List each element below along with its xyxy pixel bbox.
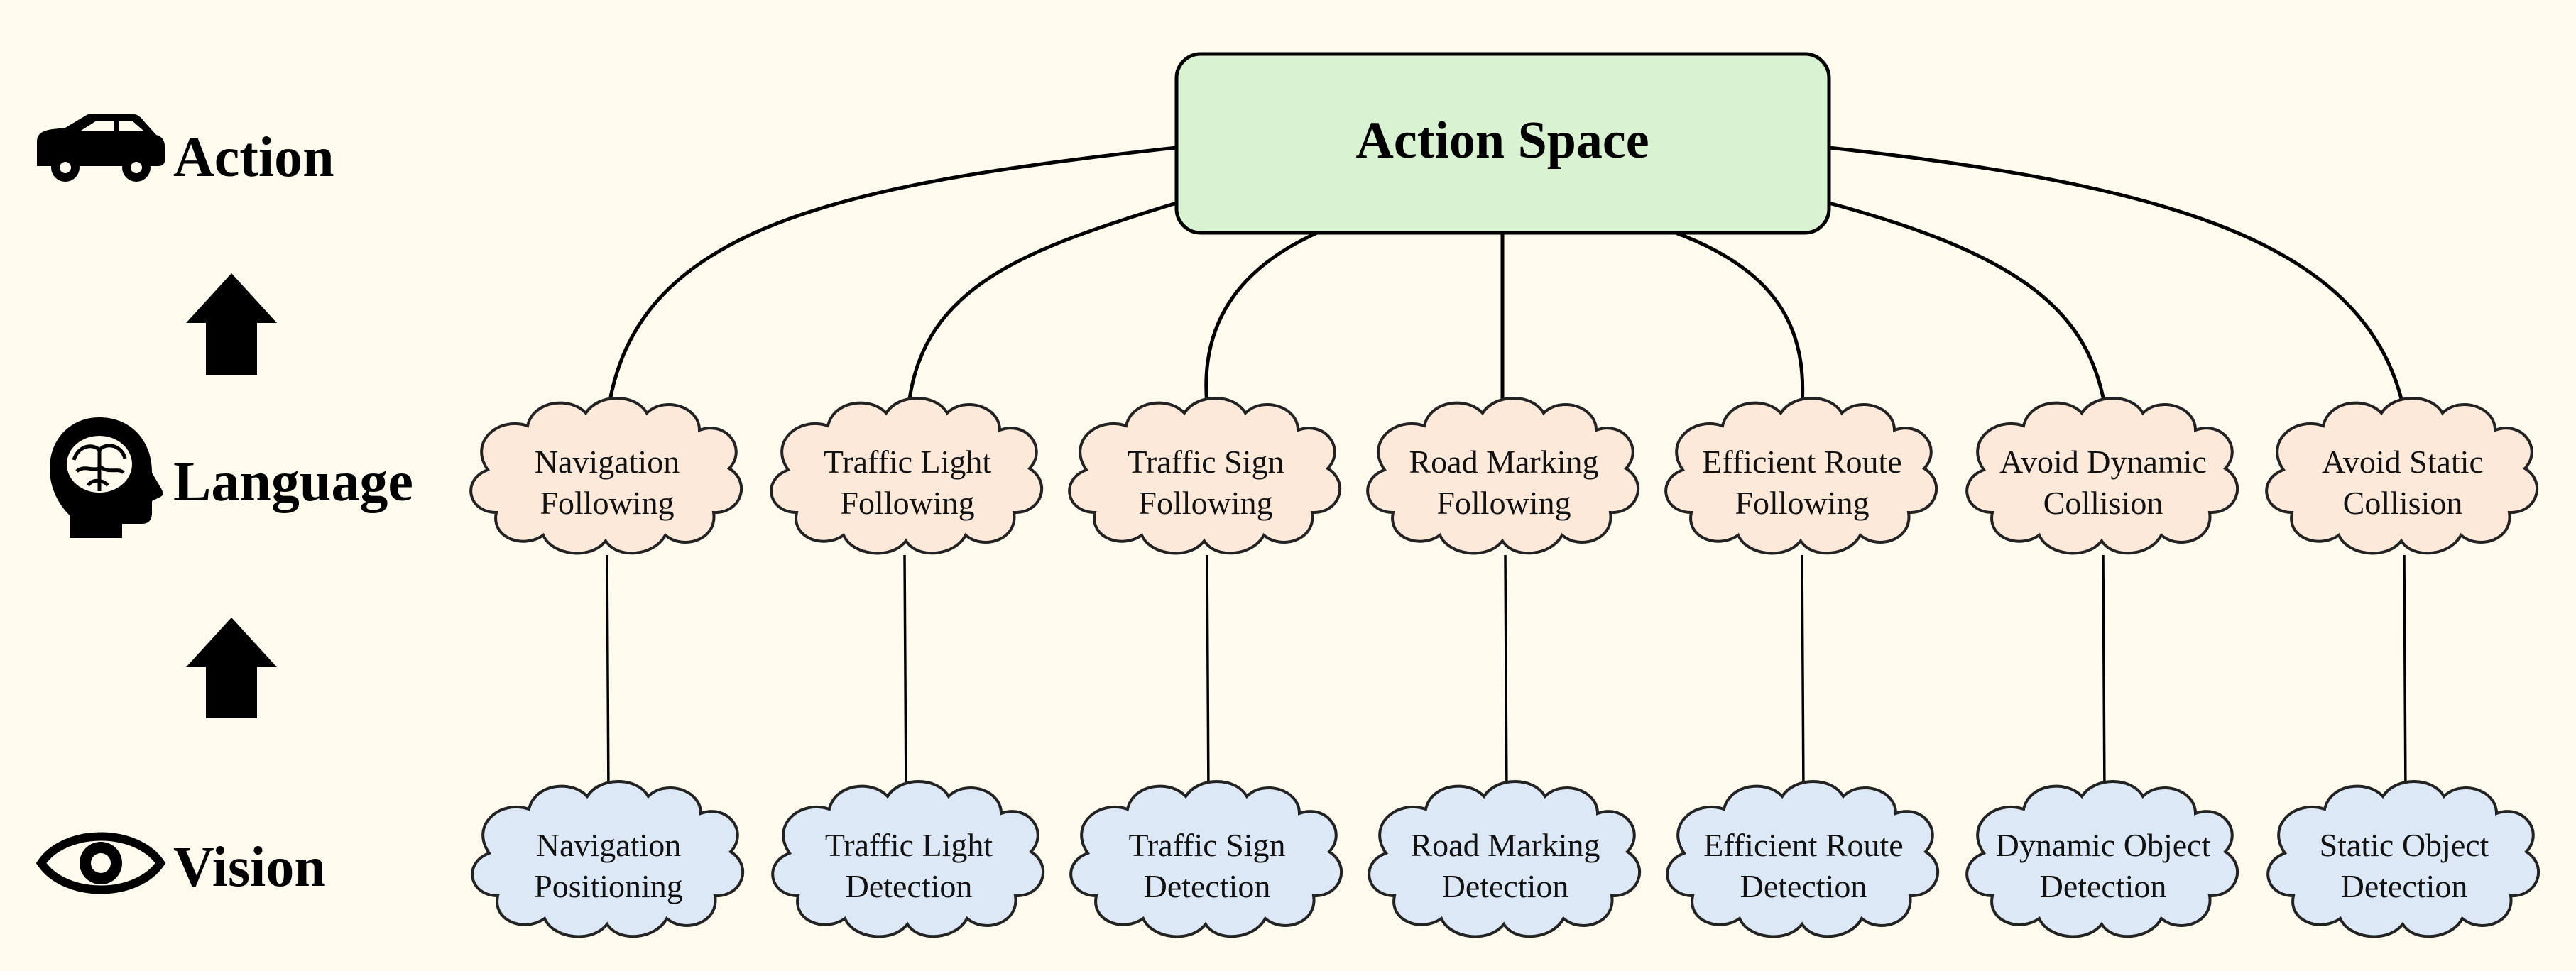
- layer-legend: Action Language Vision: [36, 114, 413, 899]
- language-node: Avoid Static Collision: [2265, 397, 2539, 555]
- node-line-1: Avoid Static: [2322, 444, 2484, 480]
- language-node: Road Marking Following: [1366, 397, 1640, 555]
- node-line-1: Efficient Route: [1702, 444, 1901, 480]
- node-line-2: Collision: [2043, 485, 2163, 521]
- car-icon: [37, 114, 165, 182]
- language-node: Navigation Following: [469, 397, 743, 555]
- node-line-2: Detection: [2341, 868, 2468, 904]
- action-connectors: [607, 146, 2405, 405]
- vision-node: Navigation Positioning: [471, 780, 745, 938]
- language-node: Avoid Dynamic Collision: [1965, 397, 2239, 555]
- node-line-2: Detection: [1144, 868, 1271, 904]
- arrow-up-icon: [186, 618, 277, 718]
- layer-label-vision: Vision: [173, 836, 326, 899]
- node-line-1: Road Marking: [1410, 827, 1600, 863]
- node-line-1: Navigation: [536, 827, 681, 863]
- vision-nodes: Navigation Positioning Traffic Light Det…: [471, 780, 2540, 938]
- node-line-1: Traffic Light: [825, 827, 993, 863]
- action-space-box: Action Space: [1174, 52, 1831, 235]
- node-line-1: Avoid Dynamic: [1999, 444, 2207, 480]
- node-line-2: Detection: [2040, 868, 2167, 904]
- node-line-2: Following: [1138, 485, 1272, 521]
- node-line-1: Dynamic Object: [1996, 827, 2211, 863]
- eye-icon: [36, 832, 166, 894]
- node-line-2: Positioning: [534, 868, 683, 904]
- language-nodes: Navigation Following Traffic Light Follo…: [469, 397, 2539, 555]
- node-line-2: Following: [540, 485, 674, 521]
- node-line-1: Traffic Sign: [1127, 444, 1284, 480]
- vision-connectors: [606, 554, 2407, 797]
- vision-node: Static Object Detection: [2266, 780, 2540, 938]
- layer-label-language: Language: [173, 451, 413, 513]
- node-line-1: Efficient Route: [1703, 827, 1903, 863]
- node-line-2: Collision: [2343, 485, 2463, 521]
- node-line-2: Detection: [1740, 868, 1867, 904]
- vision-node: Dynamic Object Detection: [1965, 780, 2239, 938]
- language-node: Efficient Route Following: [1664, 397, 1938, 555]
- node-line-2: Detection: [1442, 868, 1569, 904]
- node-line-1: Static Object: [2320, 827, 2489, 863]
- language-node: Traffic Light Following: [770, 397, 1044, 555]
- arrow-up-icon: [186, 273, 277, 375]
- node-line-2: Following: [1436, 485, 1571, 521]
- vision-node: Efficient Route Detection: [1666, 780, 1940, 938]
- language-node: Traffic Sign Following: [1068, 397, 1342, 555]
- brain-head-icon: [50, 417, 163, 538]
- vision-node: Traffic Sign Detection: [1069, 780, 1343, 938]
- node-line-1: Navigation: [535, 444, 680, 480]
- layer-label-action: Action: [173, 126, 334, 189]
- node-line-1: Road Marking: [1409, 444, 1598, 480]
- node-line-1: Traffic Sign: [1128, 827, 1285, 863]
- action-space-label: Action Space: [1355, 111, 1649, 170]
- node-line-2: Detection: [846, 868, 973, 904]
- vision-node: Road Marking Detection: [1368, 780, 1642, 938]
- node-line-2: Following: [840, 485, 974, 521]
- node-line-1: Traffic Light: [824, 444, 992, 480]
- vision-node: Traffic Light Detection: [771, 780, 1045, 938]
- node-line-2: Following: [1735, 485, 1869, 521]
